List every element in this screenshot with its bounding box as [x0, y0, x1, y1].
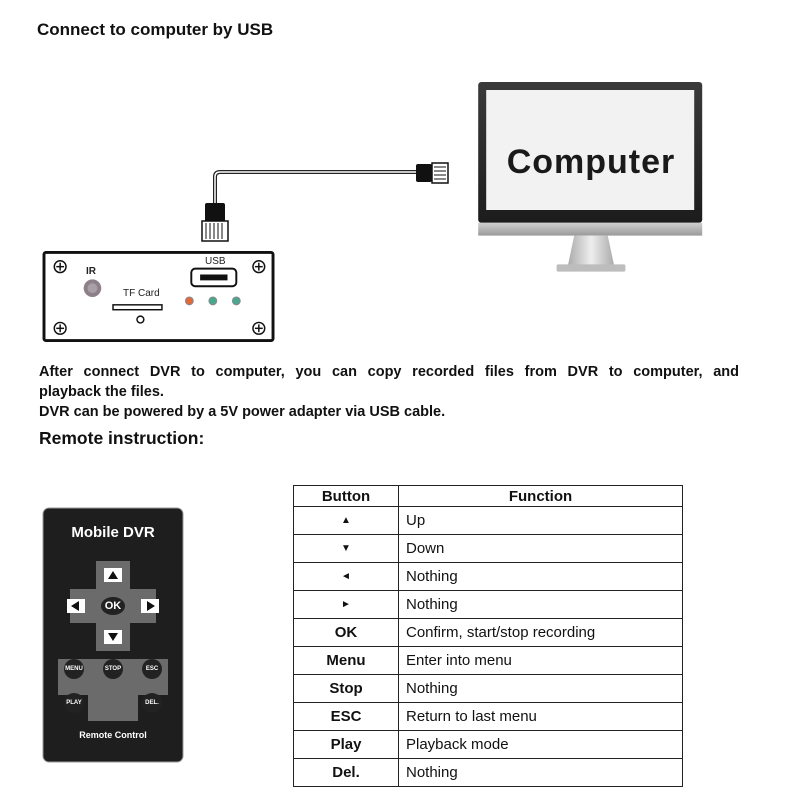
button-cell: Del.: [293, 758, 399, 787]
tf-card-label: TF Card: [123, 288, 160, 299]
button-cell: ◄: [293, 562, 399, 591]
usb-instructions-paragraph: After connect DVR to computer, you can c…: [39, 362, 739, 422]
remote-esc-button: ESC: [145, 666, 159, 672]
remote-instruction-heading: Remote instruction:: [39, 428, 205, 448]
remote-title: Mobile DVR: [71, 524, 155, 541]
function-cell: Confirm, start/stop recording: [398, 618, 683, 647]
function-cell: Nothing: [398, 758, 683, 787]
table-row: ◄ Nothing: [293, 562, 683, 591]
usb-port-label: USB: [205, 256, 226, 267]
remote-function-table: Button Function ▲ Up ▼ Down ◄ Nothing ► …: [293, 485, 683, 787]
usb-connection-heading: Connect to computer by USB: [37, 20, 274, 39]
function-cell: Return to last menu: [398, 702, 683, 731]
function-cell: Playback mode: [398, 730, 683, 759]
table-row: ESC Return to last menu: [293, 702, 683, 731]
paragraph-line-3: DVR can be powered by a 5V power adapter…: [39, 404, 446, 420]
button-cell: Menu: [293, 646, 399, 675]
button-cell: ▼: [293, 534, 399, 563]
table-row: ▲ Up: [293, 506, 683, 535]
computer-label: Computer: [506, 143, 676, 181]
button-cell: Play: [293, 730, 399, 759]
function-cell: Enter into menu: [398, 646, 683, 675]
button-cell: ▲: [293, 506, 399, 535]
function-cell: Nothing: [398, 590, 683, 619]
table-row: ▼ Down: [293, 534, 683, 563]
table-row: Play Playback mode: [293, 730, 683, 759]
paragraph-line-2: playback the files.: [39, 384, 164, 400]
remote-menu-button: MENU: [65, 666, 83, 672]
dvr-device-panel: [42, 251, 275, 343]
button-cell: ESC: [293, 702, 399, 731]
table-row: ► Nothing: [293, 590, 683, 619]
function-cell: Nothing: [398, 674, 683, 703]
header-function: Function: [398, 485, 683, 507]
button-cell: ►: [293, 590, 399, 619]
header-button: Button: [293, 485, 399, 507]
table-row: Stop Nothing: [293, 674, 683, 703]
table-row: Del. Nothing: [293, 758, 683, 787]
remote-del-button: DEL.: [145, 700, 159, 706]
button-cell: Stop: [293, 674, 399, 703]
remote-ok-button: OK: [104, 600, 122, 612]
table-header-row: Button Function: [293, 485, 683, 507]
usb-cable: [201, 162, 449, 242]
table-row: OK Confirm, start/stop recording: [293, 618, 683, 647]
remote-footer-label: Remote Control: [79, 730, 147, 740]
paragraph-line-1: After connect DVR to computer, you can c…: [39, 364, 739, 380]
function-cell: Nothing: [398, 562, 683, 591]
function-cell: Up: [398, 506, 683, 535]
remote-control: [42, 507, 184, 763]
computer-monitor: [478, 82, 703, 272]
remote-play-button: PLAY: [66, 700, 82, 706]
ir-label: IR: [86, 266, 96, 277]
remote-stop-button: STOP: [104, 666, 122, 672]
table-row: Menu Enter into menu: [293, 646, 683, 675]
button-cell: OK: [293, 618, 399, 647]
function-cell: Down: [398, 534, 683, 563]
